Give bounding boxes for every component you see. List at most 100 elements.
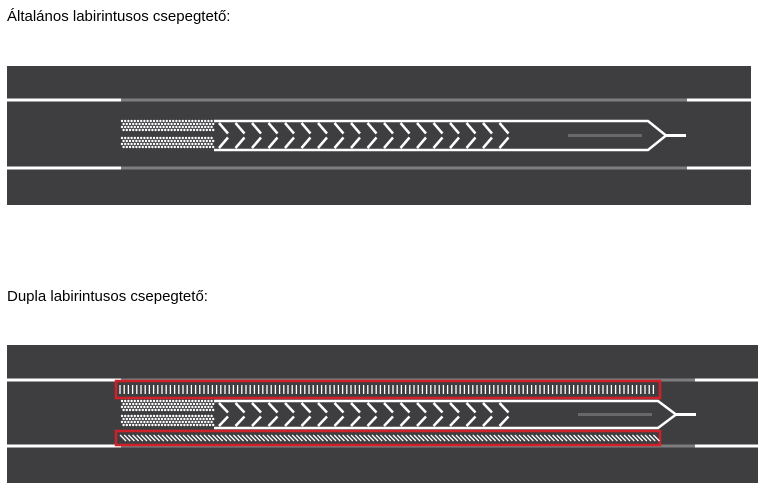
rumble-dot	[157, 417, 160, 421]
rumble-dot	[194, 399, 197, 403]
rumble-dot	[140, 142, 143, 146]
rumble-dot	[186, 417, 189, 421]
chevron-stroke	[234, 415, 246, 427]
rumble-dot	[183, 122, 186, 126]
rumble-dot	[130, 405, 133, 409]
rumble-dot	[141, 402, 144, 406]
chevron-stroke	[267, 122, 279, 135]
rumble-dot	[159, 414, 162, 418]
rumble-dot	[180, 423, 183, 427]
rumble-dot	[151, 402, 154, 406]
hatch-stroke	[119, 434, 127, 442]
hatch-stroke	[182, 434, 190, 442]
rumble-dot	[138, 122, 141, 126]
chevron-stroke	[267, 402, 279, 414]
rumble-dot	[170, 128, 173, 132]
rumble-dot	[146, 405, 149, 409]
rumble-dot	[197, 142, 200, 146]
rumble-dot	[128, 128, 132, 132]
hatch-stroke	[535, 434, 543, 442]
rumble-dot	[141, 417, 144, 421]
rumble-dot	[164, 139, 167, 143]
rumble-dot	[197, 125, 200, 129]
hatch-stroke	[195, 434, 203, 442]
rumble-dot	[159, 405, 162, 409]
rumble-dot	[178, 142, 181, 146]
chevron-stroke	[449, 402, 460, 414]
chevron-stroke	[234, 402, 246, 414]
rumble-dot	[200, 405, 204, 409]
hatch-stroke	[216, 434, 224, 442]
rumble-dot	[189, 408, 192, 412]
rumble-dot	[165, 399, 168, 403]
chevron-stroke	[350, 122, 361, 135]
rumble-dot	[130, 420, 133, 424]
hatch-stroke	[144, 434, 152, 442]
rumble-dot	[160, 417, 164, 421]
hatch-stroke	[203, 434, 211, 442]
rumble-dot	[197, 119, 200, 123]
rumble-dot	[191, 125, 194, 129]
rumble-dot	[207, 119, 210, 123]
rumble-dot	[136, 136, 140, 140]
rumble-dot	[172, 119, 175, 123]
caption-double-drip-edge: Dupla labirintusos csepegtető:	[7, 288, 208, 305]
rumble-dot	[156, 119, 159, 123]
rumble-dot	[130, 414, 133, 418]
rumble-dot	[192, 128, 196, 132]
hatch-stroke	[636, 434, 644, 442]
rumble-dot	[188, 125, 191, 129]
hatch-stroke	[552, 434, 560, 442]
rumble-dot	[154, 402, 157, 406]
rumble-dot	[191, 414, 194, 418]
hatch-stroke	[316, 434, 324, 442]
hatch-stroke	[589, 434, 597, 442]
chevron-stroke	[416, 415, 427, 427]
rumble-dot	[156, 125, 159, 129]
chevron-stroke	[284, 402, 295, 414]
chevron-stroke	[333, 136, 345, 149]
rumble-dot	[140, 136, 143, 140]
rumble-dot	[146, 142, 149, 146]
rumble-dot	[143, 405, 146, 409]
chevron-stroke	[333, 402, 345, 414]
hatch-stroke	[573, 434, 581, 442]
rumble-dot	[175, 142, 178, 146]
rumble-dot	[132, 417, 135, 421]
chevron-stroke	[482, 402, 493, 414]
rumble-dot	[159, 399, 162, 403]
rumble-dot	[200, 399, 204, 403]
chevron-stroke	[366, 122, 378, 135]
rumble-dot	[204, 119, 207, 123]
rumble-dot	[199, 423, 202, 427]
hatch-stroke	[631, 434, 639, 442]
rumble-dot	[122, 423, 125, 427]
rumble-dot	[186, 122, 189, 126]
rumble-dot	[199, 402, 202, 406]
rumble-dot	[159, 119, 162, 123]
rumble-dot	[188, 399, 191, 403]
hatch-stroke	[518, 434, 526, 442]
hatch-stroke	[547, 434, 555, 442]
chevron-stroke	[399, 402, 411, 414]
hatch-stroke	[308, 434, 316, 442]
rumble-dot	[208, 128, 212, 132]
rumble-dot	[170, 145, 173, 149]
rumble-dot	[170, 417, 173, 421]
rumble-dot	[173, 139, 176, 143]
rumble-dot	[157, 139, 160, 143]
rumble-dot	[164, 122, 167, 126]
rumble-dot	[168, 405, 172, 409]
hatch-stroke	[140, 434, 148, 442]
rumble-dot	[173, 423, 176, 427]
hatch-stroke	[148, 434, 156, 442]
hatch-stroke	[157, 434, 165, 442]
hatch-stroke	[564, 434, 572, 442]
rumble-dot	[132, 128, 135, 132]
rumble-dot	[143, 414, 146, 418]
hatch-stroke	[417, 434, 425, 442]
diagram-general-labyrinth-drip	[7, 66, 751, 205]
rumble-dot	[162, 142, 165, 146]
rumble-dot	[152, 420, 156, 424]
rumble-dot	[165, 420, 168, 424]
